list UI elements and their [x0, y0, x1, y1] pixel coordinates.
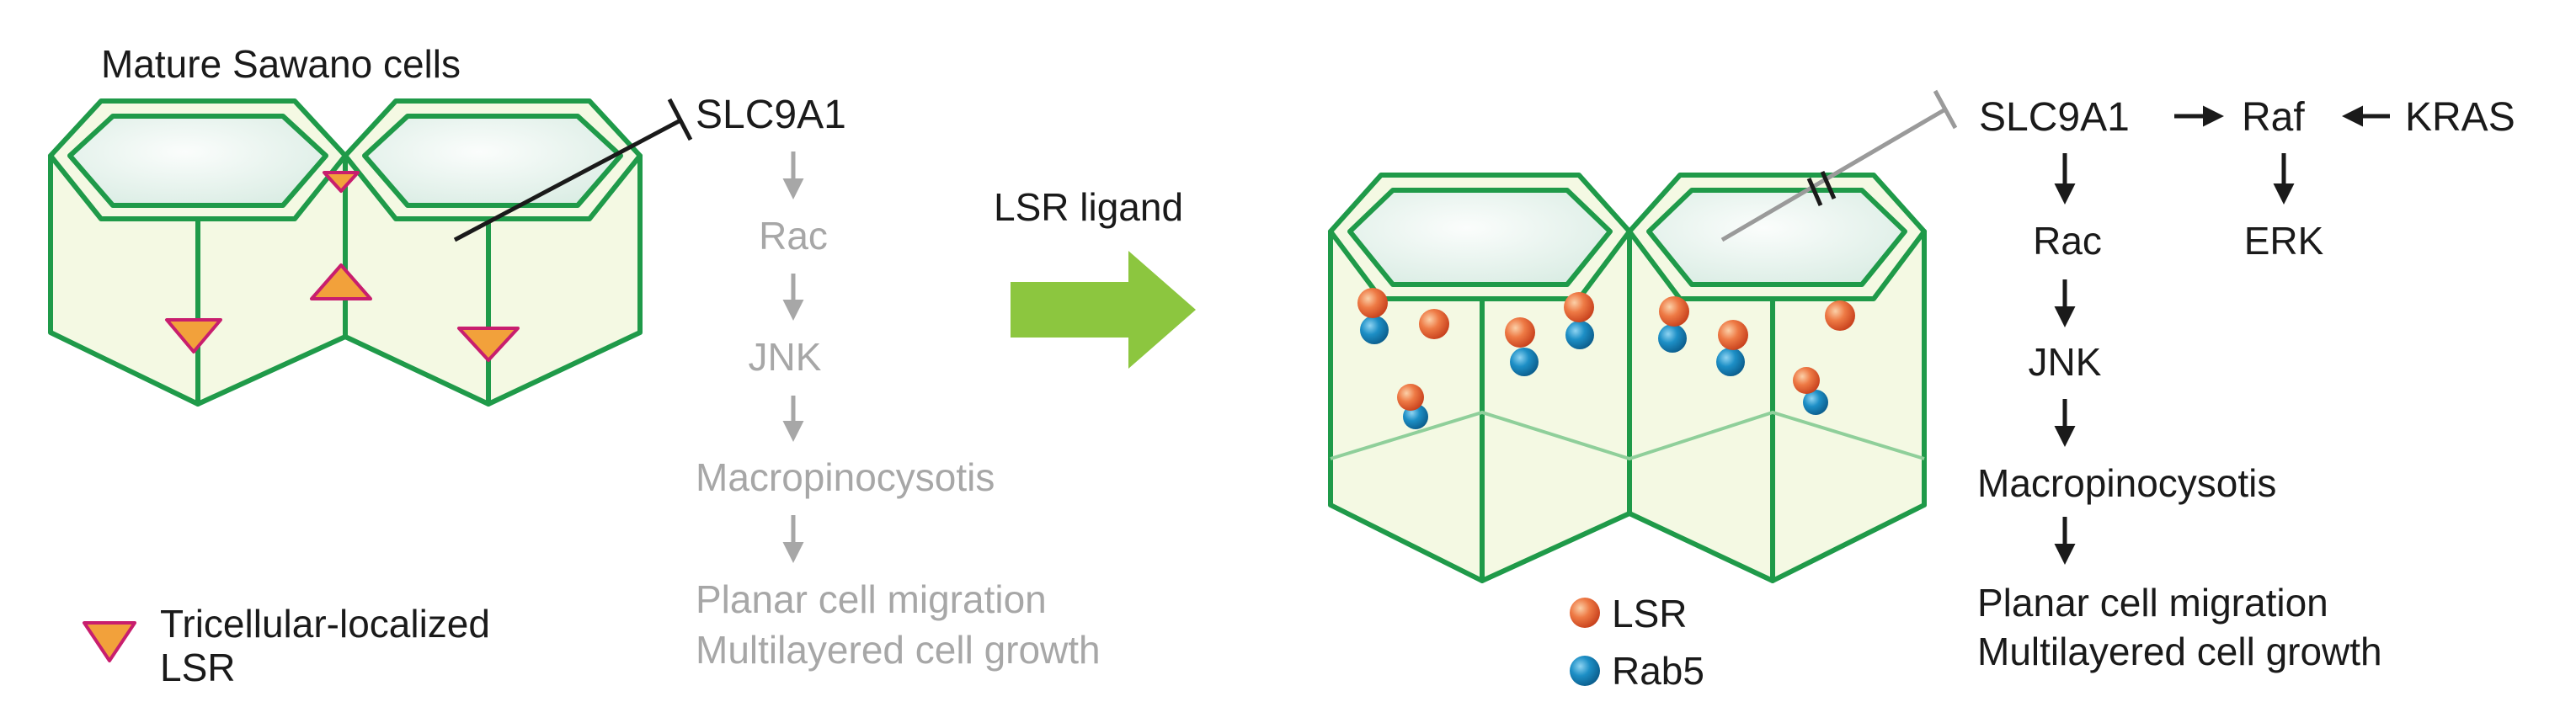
right-pathway: SLC9A1 Raf KRAS ERK Rac JNK Macropinocys…: [1977, 95, 2515, 673]
inhibition-line: [453, 117, 684, 242]
rab5-legend-sphere: [1570, 656, 1600, 686]
pathway-outcome-migration: Planar cell migration: [1977, 581, 2328, 625]
pathway-macropinocytosis: Macropinocysotis: [1977, 461, 2276, 505]
pathway-erk: ERK: [2244, 219, 2324, 263]
lsr-triangle: [323, 171, 360, 193]
legend-lsr-label: LSR: [160, 646, 235, 689]
lsr-sphere: [1564, 292, 1594, 322]
lsr-sphere: [1718, 320, 1748, 350]
inhibition-line: [1720, 107, 1947, 242]
lsr-ligand-label: LSR ligand: [994, 185, 1183, 229]
lsr-sphere: [1419, 309, 1449, 339]
pathway-rac: Rac: [759, 214, 828, 258]
rab5-sphere: [1658, 324, 1687, 353]
cell-top-right-inner: [1646, 188, 1907, 287]
cell-internal-plane: [1330, 410, 1925, 461]
pathway-rac: Rac: [2033, 219, 2102, 263]
break-marks: [1806, 170, 1837, 207]
left-panel: Mature Sawano cells Tricellular-localize…: [48, 42, 1101, 689]
pathway-raf: Raf: [2242, 95, 2305, 140]
legend-lsr-label: LSR: [1612, 592, 1687, 635]
pathway-outcome-growth: Multilayered cell growth: [1977, 630, 2382, 673]
lsr-triangle: [310, 263, 372, 300]
legend-tricellular-label: Tricellular-localized: [160, 602, 490, 646]
pathway-kras: KRAS: [2405, 95, 2515, 140]
tricellular-lsr-markers: [165, 171, 520, 362]
pathway-jnk: JNK: [749, 335, 822, 379]
lsr-legend-sphere: [1570, 598, 1600, 628]
lsr-sphere: [1357, 288, 1388, 318]
rab5-sphere: [1716, 348, 1745, 376]
pathway-outcome-migration: Planar cell migration: [696, 577, 1047, 621]
rab5-sphere: [1510, 348, 1539, 376]
broken-inhibition: [1720, 89, 1958, 242]
left-pathway: SLC9A1 Rac JNK Macropinocysotis Planar c…: [696, 93, 1101, 672]
lsr-sphere: [1825, 300, 1855, 331]
pathway-slc9a1: SLC9A1: [1979, 95, 2130, 140]
pathway-slc9a1: SLC9A1: [696, 93, 846, 137]
vesicles: [1357, 288, 1855, 429]
inhibition-bar: [667, 98, 693, 141]
cell-top-left-inner: [1347, 188, 1613, 287]
right-panel: LSR Rab5 SLC9A1 Raf KRAS ERK Rac JNK Mac…: [1328, 89, 2515, 693]
lsr-sphere: [1505, 317, 1535, 348]
pathway-jnk: JNK: [2029, 340, 2102, 384]
pathway-macropinocytosis: Macropinocysotis: [696, 455, 995, 499]
left-cell-cluster: [48, 98, 643, 407]
lsr-legend-icon: [83, 621, 136, 662]
lsr-triangle: [165, 318, 222, 354]
rab5-sphere: [1360, 316, 1389, 344]
inhibition-bar: [1933, 89, 1958, 130]
cell-top-left-inner: [67, 114, 328, 208]
break-mark: [1820, 170, 1837, 200]
rab5-sphere: [1565, 321, 1594, 349]
left-title: Mature Sawano cells: [101, 42, 461, 86]
cell-top-right-inner: [362, 114, 623, 208]
lsr-sphere: [1397, 384, 1424, 411]
transition-arrow: [1011, 251, 1196, 369]
lsr-sphere: [1659, 296, 1689, 327]
lsr-sphere: [1793, 367, 1820, 394]
rab5-sphere: [1803, 390, 1828, 415]
lsr-triangle: [457, 327, 520, 362]
break-mark: [1806, 177, 1823, 207]
pathway-outcome-growth: Multilayered cell growth: [696, 628, 1101, 672]
transition: LSR ligand: [994, 185, 1196, 369]
legend-rab5-label: Rab5: [1612, 649, 1704, 693]
right-cell-cluster: [1328, 173, 1927, 583]
